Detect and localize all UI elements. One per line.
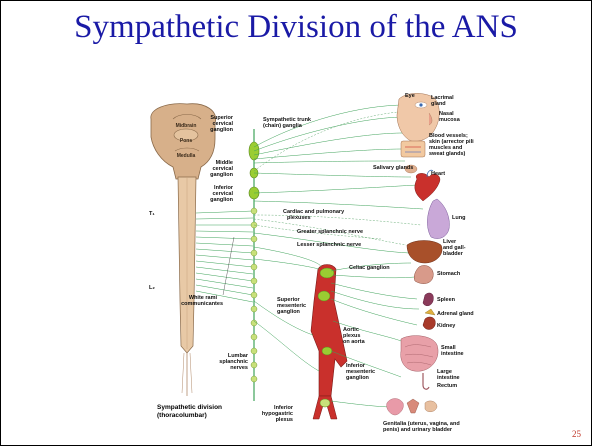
division-label-line1: Sympathetic division: [157, 404, 222, 411]
brain-stem: Midbrain Pons Medulla: [151, 104, 216, 179]
label-salivary-glands: Salivary glands: [373, 165, 413, 171]
division-label: Sympathetic division (thoracolumbar): [157, 404, 222, 419]
division-label-line2: (thoracolumbar): [157, 412, 207, 419]
label-sympathetic-trunk: Sympathetic trunk(chain) ganglia: [263, 117, 312, 129]
label-celiac-ganglion: Celiac ganglion: [349, 265, 390, 271]
stomach-icon: [414, 265, 433, 283]
spinal-nerves: [196, 211, 253, 302]
inferior-hypogastric-ganglion: [320, 399, 330, 407]
label-eye: Eye: [405, 93, 415, 99]
label-heart: Heart: [431, 171, 445, 177]
brain-label-midbrain: Midbrain: [176, 123, 197, 129]
spinal-marker-t1: T₁: [149, 211, 155, 217]
liver-icon: [407, 241, 442, 264]
aorta: [311, 265, 347, 420]
label-rectum: Rectum: [437, 383, 457, 389]
spinal-marker-l2: L₂: [149, 285, 155, 291]
label-greater-splanchnic-nerve: Greater splanchnic nerve: [297, 229, 363, 235]
brain-label-medulla: Medulla: [177, 153, 196, 159]
superior-mesenteric-ganglion: [318, 291, 330, 301]
postganglionic-dashed: [254, 111, 421, 245]
spinal-cord: T₁ L₂: [149, 177, 196, 396]
page-number: 25: [572, 429, 581, 439]
label-kidney: Kidney: [437, 323, 456, 329]
inferior-mesenteric-ganglion: [322, 347, 332, 355]
genitalia-bladder-icon: [387, 399, 437, 416]
sympathetic-chain: [249, 129, 259, 401]
celiac-ganglion: [320, 268, 334, 278]
intestine-icon: [401, 336, 438, 390]
label-spleen: Spleen: [437, 297, 456, 303]
lung-icon: [427, 199, 449, 239]
label-lung: Lung: [452, 215, 465, 221]
adrenal-kidney-icon: [423, 309, 435, 330]
label-adrenal-gland: Adrenal gland: [437, 311, 474, 317]
label-stomach: Stomach: [437, 271, 461, 277]
label-lesser-splanchnic-nerve: Lesser splanchnic nerve: [297, 242, 361, 248]
spleen-icon: [423, 293, 433, 306]
skin-icon: [401, 141, 425, 157]
brain-label-pons: Pons: [180, 138, 192, 144]
